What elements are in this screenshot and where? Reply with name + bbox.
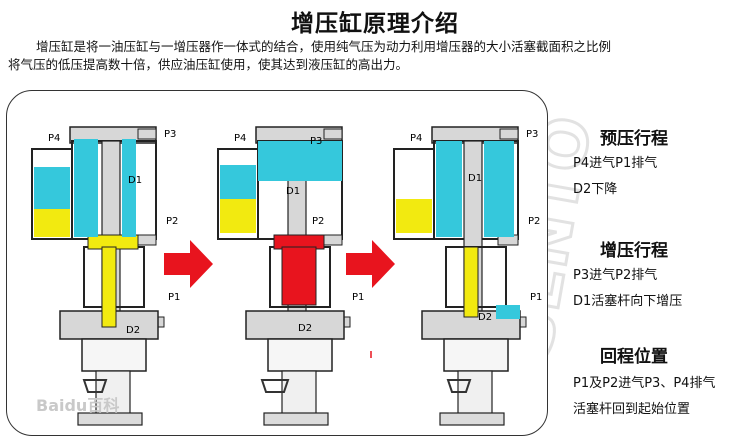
section-line: D1活塞杆向下增压 [573,294,683,309]
label-p4: P4 [48,133,60,144]
intro-line-1: 增压缸是将一油压缸与一增压器作一体式的结合，使用纯气压为动力利用增压器的大小活塞… [36,39,612,54]
label-p3: P3 [526,129,538,140]
label-d1: D1 [468,173,482,184]
label-d2: D2 [298,323,312,334]
intro-text: 增压缸是将一油压缸与一增压器作一体式的结合，使用纯气压为动力利用增压器的大小活塞… [8,38,748,74]
arrow-right-icon [346,240,395,288]
stage-boost-diagram [217,126,351,426]
sento-watermark: SENTO [540,110,600,364]
label-d1: D1 [286,186,300,197]
fixture-shape [446,379,472,393]
section-line: P4进气P1排气 [573,156,658,171]
label-p1: P1 [530,292,542,303]
label-p2: P2 [528,216,540,227]
section-title-return: 回程位置 [600,347,668,367]
label-p3: P3 [164,129,176,140]
label-p4: P4 [234,133,246,144]
section-line: P1及P2进气P3、P4排气 [573,376,716,391]
section-title-boost: 增压行程 [600,241,668,261]
label-p1: P1 [352,292,364,303]
stage-return-diagram [393,126,527,426]
label-p3: P3 [310,136,322,147]
label-d2: D2 [478,312,492,323]
label-p2: P2 [312,216,324,227]
section-line: P3进气P2排气 [573,268,658,283]
intro-line-2: 将气压的低压提高数十倍，供应油压缸使用，使其达到液压缸的高出力。 [8,57,409,72]
label-p2: P2 [166,216,178,227]
fixture-shape [260,379,290,393]
baidu-watermark: Baidu百科 [36,396,120,415]
label-d1: D1 [128,175,142,186]
page-title: 增压缸原理介绍 [291,11,459,37]
label-p4: P4 [410,133,422,144]
label-p1: P1 [168,292,180,303]
section-title-preload: 预压行程 [600,129,668,149]
section-line: D2下降 [573,182,618,197]
fixture-shape [82,379,108,393]
arrow-right-icon [164,240,213,288]
section-line: 活塞杆回到起始位置 [573,402,691,417]
stage-preload-diagram [31,126,165,426]
label-d2: D2 [126,325,140,336]
